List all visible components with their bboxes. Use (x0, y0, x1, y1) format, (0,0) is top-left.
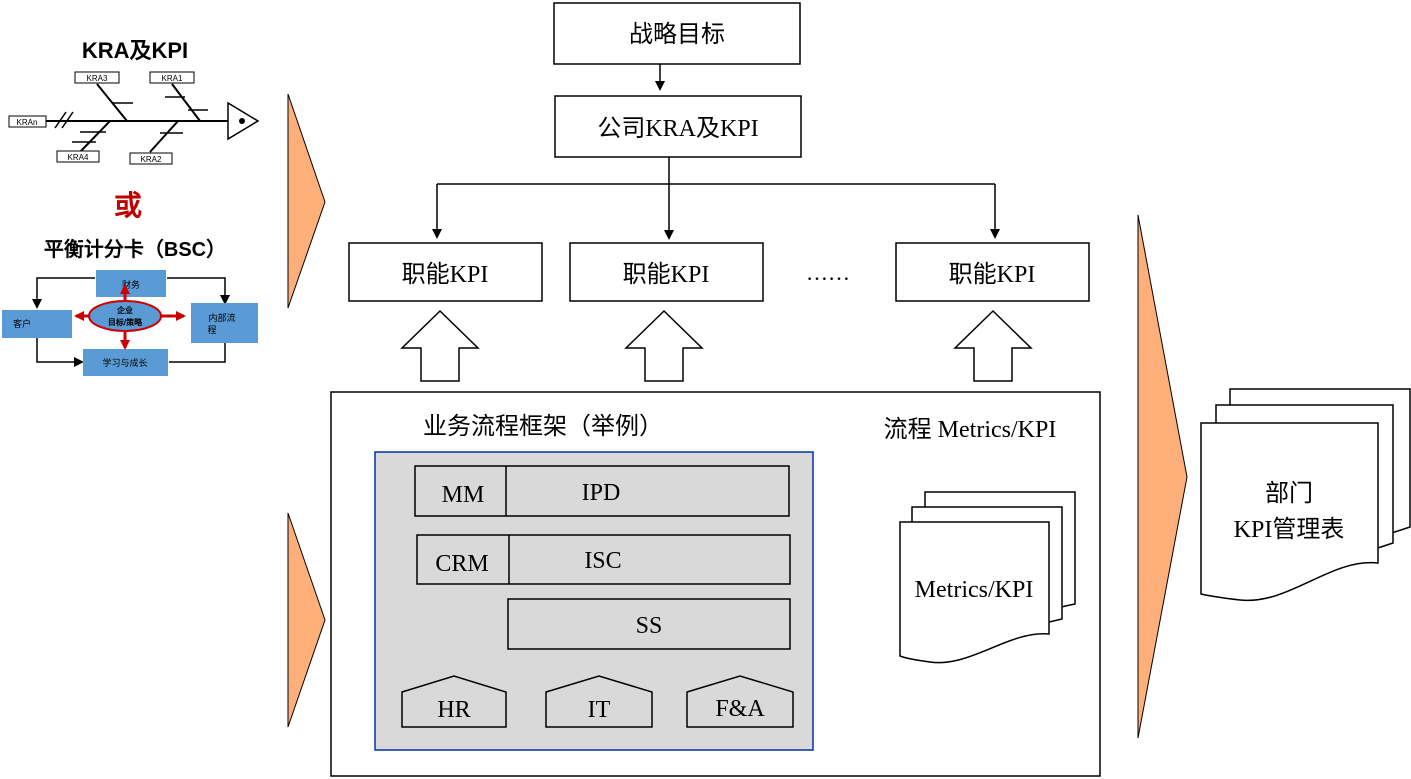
bsc-center-ellipse (88, 300, 162, 332)
svg-text:程: 程 (207, 325, 216, 335)
kra-label-1: KRA1 (149, 71, 195, 84)
support-hr: HR (401, 675, 507, 728)
svg-text:公司KRA及KPI: 公司KRA及KPI (597, 116, 758, 142)
flow-arrow-top-left (287, 93, 326, 309)
svg-text:ISC: ISC (584, 548, 621, 574)
svg-text:HR: HR (437, 697, 470, 723)
metrics-document-label: Metrics/KPI (915, 577, 1034, 603)
up-arrow-icon-2 (624, 309, 704, 382)
svg-text:KRA2: KRA2 (141, 155, 162, 164)
process-row-mm-ipd: MM IPD (414, 465, 790, 517)
bsc-learning-box (83, 349, 168, 376)
function-kpi-box-3: 职能KPI (895, 242, 1090, 302)
metrics-document-stack-icon (899, 491, 1076, 664)
svg-text:职能KPI: 职能KPI (949, 261, 1036, 288)
svg-text:KRA3: KRA3 (87, 74, 108, 83)
svg-text:CRM: CRM (435, 551, 488, 577)
bsc-diagram: 平衡计分卡（BSC） 财务 客户 内部流 程 学习与成长 企业 目标/策略 (2, 237, 258, 376)
support-it: IT (545, 675, 653, 728)
svg-text:职能KPI: 职能KPI (623, 261, 710, 288)
kra-label-4: KRA4 (56, 150, 100, 163)
svg-text:企业: 企业 (116, 305, 133, 315)
svg-text:战略目标: 战略目标 (629, 21, 725, 48)
svg-text:IPD: IPD (582, 480, 621, 506)
flow-arrow-right (1137, 214, 1188, 739)
svg-text:KRA4: KRA4 (68, 153, 89, 162)
svg-text:IT: IT (588, 697, 611, 723)
svg-text:内部流: 内部流 (208, 312, 235, 323)
department-label-line1: 部门 (1265, 480, 1313, 507)
svg-text:SS: SS (636, 613, 663, 639)
svg-text:财务: 财务 (122, 279, 140, 290)
company-kra-kpi-box: 公司KRA及KPI (554, 95, 802, 158)
kra-label-3: KRA3 (74, 71, 120, 84)
department-document-stack-icon (1200, 388, 1411, 602)
framework-title: 业务流程框架（举例） (423, 413, 663, 440)
function-kpi-box-2: 职能KPI (569, 242, 764, 302)
process-row-ss: SS (507, 598, 791, 650)
fishbone-title: KRA及KPI (82, 38, 188, 63)
kra-label-n: KRAn (8, 115, 47, 128)
bsc-title: 平衡计分卡（BSC） (44, 237, 226, 261)
flow-arrow-bottom-left (287, 512, 326, 728)
process-row-crm-isc: CRM ISC (416, 534, 791, 585)
bsc-customer-box (2, 310, 72, 338)
bsc-internal-box (191, 303, 258, 343)
function-ellipsis: …… (806, 260, 850, 285)
kra-label-2: KRA2 (129, 152, 173, 165)
svg-text:KRA1: KRA1 (162, 74, 183, 83)
svg-text:客户: 客户 (13, 318, 31, 329)
up-arrow-icon-3 (953, 309, 1033, 382)
svg-text:F&A: F&A (715, 696, 765, 722)
department-label-line2: KPI管理表 (1234, 516, 1345, 543)
bsc-finance-box (96, 270, 166, 297)
metrics-title: 流程 Metrics/KPI (884, 416, 1057, 443)
function-kpi-box-1: 职能KPI (348, 242, 543, 302)
svg-text:职能KPI: 职能KPI (402, 261, 489, 288)
support-fa: F&A (686, 675, 794, 728)
fishbone-diagram: KRA及KPI KRA3 KRA1 KRAn (8, 38, 260, 165)
svg-text:MM: MM (442, 482, 485, 508)
or-text: 或 (114, 190, 142, 222)
svg-text:KRAn: KRAn (17, 118, 38, 127)
up-arrow-icon-1 (400, 309, 480, 382)
strategy-box: 战略目标 (553, 2, 801, 65)
svg-text:学习与成长: 学习与成长 (102, 357, 147, 368)
svg-text:目标/策略: 目标/策略 (108, 317, 143, 327)
